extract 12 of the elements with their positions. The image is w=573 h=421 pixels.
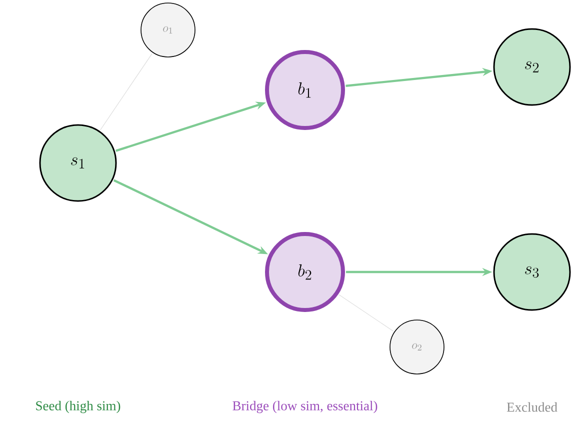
seed-node: $s_2$ [493, 28, 571, 106]
connector-line [338, 294, 394, 332]
bridge-node: $b_1$ [265, 50, 345, 130]
legend-text: Seed (high sim) [36, 400, 120, 414]
connector-line [100, 53, 152, 130]
legend-text: Excluded [506, 402, 558, 412]
seed-node: $s_3$ [493, 233, 571, 311]
legend-text: Bridge (low sim, essential) [232, 400, 378, 414]
seed-node: $s_1$ [39, 124, 117, 202]
excluded-node: $o_1$ [140, 2, 196, 58]
bridge-node: $b_2$ [265, 232, 345, 312]
excluded-node: $o_2$ [390, 320, 444, 374]
